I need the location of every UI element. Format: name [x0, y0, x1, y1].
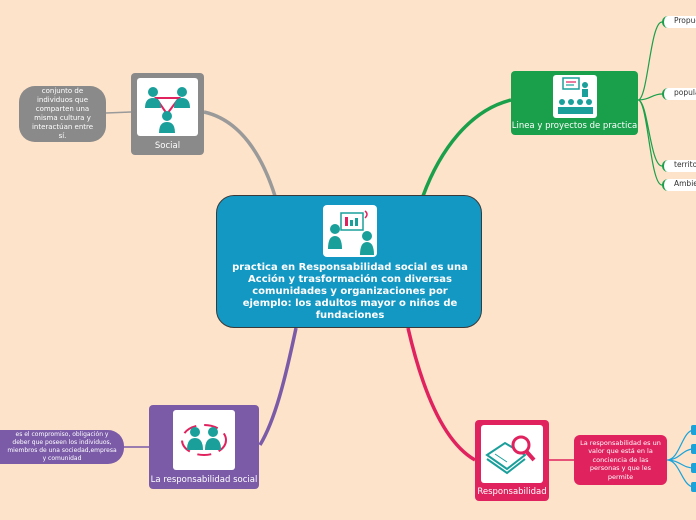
responsabilidad-note[interactable]: La responsabilidad es un valor que está …: [574, 435, 667, 485]
responsabilidad-subitem-3[interactable]: [691, 463, 696, 473]
connector-responsabilidad: [406, 327, 476, 462]
responsabilidad-social-note[interactable]: es el compromiso, obligación y deber que…: [0, 430, 124, 464]
topic-linea[interactable]: Linea y proyectos de practica: [511, 71, 638, 135]
people-cycle-icon: [173, 410, 235, 470]
connector-linea: [421, 98, 512, 197]
responsabilidad-subitem-2[interactable]: [691, 444, 696, 454]
central-topic[interactable]: practica en Responsabilidad social es un…: [216, 195, 482, 328]
social-note[interactable]: conjunto de individuos que comparten una…: [19, 86, 106, 142]
topic-responsabilidad-social[interactable]: La responsabilidad social: [149, 405, 259, 489]
topic-social-label: Social: [154, 141, 181, 151]
meeting-icon: [323, 205, 377, 257]
linea-subitem-2[interactable]: popula: [662, 88, 696, 100]
connector-social: [203, 110, 277, 197]
linea-subitem-4[interactable]: Ambie: [662, 179, 696, 191]
presentation-audience-icon: [553, 75, 597, 118]
connector-linea-items: [637, 21, 663, 186]
topic-responsabilidad-social-label: La responsabilidad social: [150, 475, 258, 485]
responsabilidad-note-text: La responsabilidad es un valor que está …: [580, 438, 661, 481]
connector-social-note: [105, 111, 132, 114]
topic-social[interactable]: Social: [131, 73, 204, 155]
topic-linea-label: Linea y proyectos de practica: [511, 121, 638, 131]
people-network-icon: [137, 78, 198, 136]
linea-subitem-3[interactable]: territo: [662, 160, 696, 172]
social-note-text: conjunto de individuos que comparten una…: [31, 87, 94, 140]
responsabilidad-social-note-text: es el compromiso, obligación y deber que…: [7, 431, 117, 462]
topic-responsabilidad-label: Responsabilidad: [477, 487, 547, 497]
book-magnifier-icon: [481, 425, 543, 483]
connector-resp-items: [666, 429, 695, 488]
linea-subitem-1[interactable]: Propue: [662, 16, 696, 28]
responsabilidad-subitem-1[interactable]: [691, 425, 696, 435]
central-text: practica en Responsabilidad social es un…: [232, 262, 468, 321]
topic-responsabilidad[interactable]: Responsabilidad: [475, 420, 549, 501]
responsabilidad-subitem-4[interactable]: [691, 482, 696, 492]
connector-responsabilidad-social: [258, 327, 298, 446]
